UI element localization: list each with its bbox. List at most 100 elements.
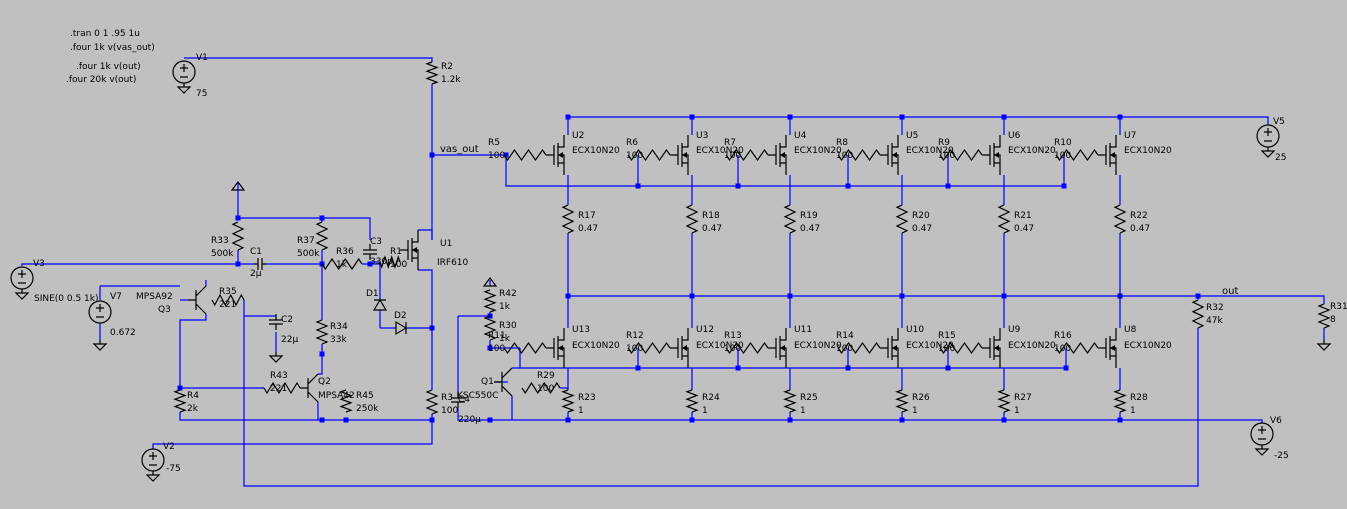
resistor-body (725, 341, 769, 355)
resistor-body (685, 389, 699, 413)
wire (505, 155, 1064, 187)
junction-dot (429, 417, 435, 423)
resistor-value: 100 (1054, 151, 1071, 161)
resistor-body (263, 381, 301, 395)
net-label-out: out (1222, 286, 1238, 297)
junction-dot (343, 417, 349, 423)
resistor-body (939, 341, 983, 355)
junction-dot (689, 417, 695, 423)
resistor-name: R24 (702, 393, 720, 403)
resistor-name: R20 (912, 211, 930, 221)
wire (238, 217, 371, 240)
resistor-name: R4 (187, 391, 199, 401)
mosfet-arrow (1110, 345, 1115, 351)
wire (568, 116, 1269, 125)
junction-dot (1063, 365, 1069, 371)
junction-dot (735, 365, 741, 371)
capacitor-body (363, 244, 377, 260)
resistor-value: 221 (270, 384, 287, 394)
wire (519, 348, 1066, 369)
mosfet-model: ECX10N20 (572, 341, 620, 351)
resistor-body (315, 221, 329, 251)
junction-dot (845, 183, 851, 189)
resistor-value: 500k (211, 249, 234, 259)
resistor-body (483, 315, 497, 341)
wire (179, 412, 432, 421)
resistor-body (1055, 341, 1099, 355)
resistor-body (1113, 204, 1127, 234)
mosfet-arrow (558, 345, 563, 351)
resistor-value: 0.47 (800, 224, 820, 234)
junction-dot (1117, 417, 1123, 423)
junction-dot (899, 114, 905, 120)
resistor-name: R34 (330, 322, 348, 332)
source-polarity (180, 64, 188, 78)
resistor-name: R43 (270, 371, 288, 381)
source-polarity (18, 270, 26, 284)
resistor-body (837, 148, 881, 162)
mosfet-model: ECX10N20 (794, 146, 842, 156)
junction-dot (635, 365, 641, 371)
resistor-name: R26 (912, 393, 930, 403)
wire (418, 269, 433, 328)
diode-name: D2 (394, 311, 407, 321)
junction-dot (1061, 183, 1067, 189)
resistor-value: 0.47 (578, 224, 598, 234)
diode-body (372, 298, 388, 311)
resistor-value: 250k (356, 404, 379, 414)
junction-dot (635, 183, 641, 189)
resistor-body (627, 148, 671, 162)
mosfet-name: U6 (1008, 131, 1021, 141)
resistor-body (231, 221, 245, 251)
mosfet-name: U8 (1124, 325, 1137, 335)
junction-dot (845, 365, 851, 371)
diode-name: D1 (366, 289, 379, 299)
resistor-value: 100 (724, 151, 741, 161)
mosfet-model: ECX10N20 (1008, 146, 1056, 156)
resistor-body (503, 341, 547, 355)
resistor-name: R6 (626, 138, 638, 148)
resistor-body (315, 319, 329, 345)
mosfet-model: ECX10N20 (572, 146, 620, 156)
junction-dot (429, 152, 435, 158)
resistor-value: 100 (938, 151, 955, 161)
mosfet-model: ECX10N20 (794, 341, 842, 351)
capacitor-value: 220µ (458, 415, 481, 425)
resistor-name: R2 (441, 62, 453, 72)
resistor-name: R19 (800, 211, 818, 221)
junction-dot (503, 152, 509, 158)
mosfet-arrow (994, 152, 999, 158)
resistor-body (627, 341, 671, 355)
source-name: V6 (1270, 416, 1282, 426)
mosfet-name: U11 (794, 325, 812, 335)
source-value: 25 (1275, 153, 1286, 163)
diode-D2: D2 (394, 311, 408, 336)
resistor-body (211, 293, 245, 307)
resistor-name: R11 (488, 331, 506, 341)
spice-directives: .tran 0 1 .95 1u .four 1k v(vas_out) .fo… (66, 29, 155, 85)
resistor-body (1113, 389, 1127, 413)
mosfet-arrow (780, 345, 785, 351)
bjt-body (300, 373, 319, 403)
resistor-body (783, 389, 797, 413)
